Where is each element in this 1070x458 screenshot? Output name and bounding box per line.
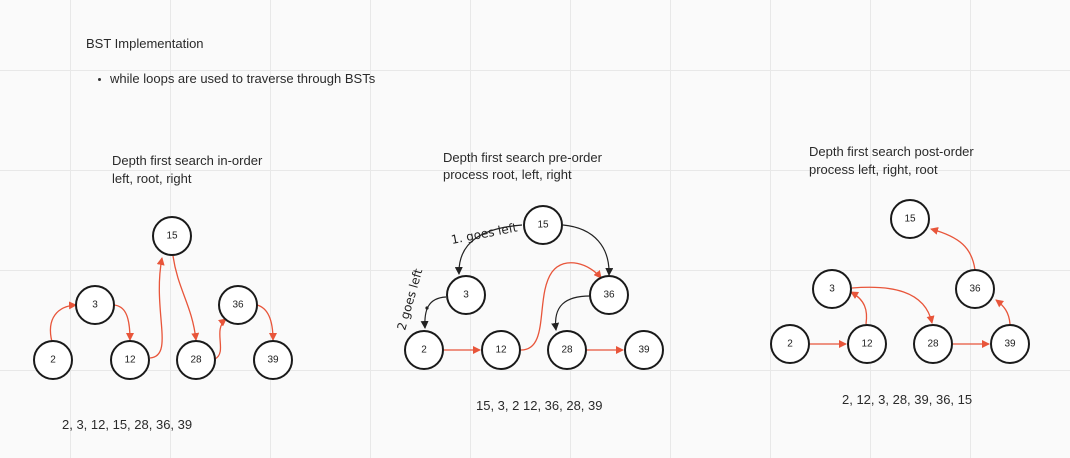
- postorder-arrow-36-15: [930, 227, 976, 271]
- bullet-text: while loops are used to traverse through…: [110, 71, 376, 86]
- inorder-node-39: 39: [253, 340, 293, 380]
- postorder-node-3-label: 3: [829, 284, 835, 295]
- postorder-node-12-label: 12: [861, 339, 873, 350]
- preorder-node-15-label: 15: [537, 220, 549, 231]
- inorder-node-28: 28: [176, 340, 216, 380]
- preorder-arrow-36-28: [551, 295, 591, 331]
- postorder-node-36-label: 36: [969, 284, 981, 295]
- postorder-node-15-label: 15: [904, 214, 916, 225]
- inorder-node-2: 2: [33, 340, 73, 380]
- preorder-subheading: process root, left, right: [443, 167, 572, 182]
- inorder-arrow-28-36: [214, 318, 227, 360]
- inorder-node-28-label: 28: [190, 355, 202, 366]
- preorder-node-39: 39: [624, 330, 664, 370]
- postorder-node-28: 28: [913, 324, 953, 364]
- inorder-node-3: 3: [75, 285, 115, 325]
- inorder-arrow-15-28: [172, 255, 200, 341]
- inorder-arrow-12-15: [149, 257, 165, 359]
- preorder-node-39-label: 39: [638, 345, 650, 356]
- preorder-node-3: 3: [446, 275, 486, 315]
- inorder-result: 2, 3, 12, 15, 28, 36, 39: [62, 417, 193, 432]
- preorder-node-36: 36: [589, 275, 629, 315]
- inorder-node-2-label: 2: [50, 355, 56, 366]
- inorder-node-12: 12: [110, 340, 150, 380]
- preorder-arrow-15-3: [454, 224, 523, 275]
- page-title: BST Implementation: [86, 36, 204, 51]
- preorder-node-15: 15: [523, 205, 563, 245]
- preorder-note-goes-left-2: 2 goes left: [394, 267, 425, 332]
- preorder-result: 15, 3, 2 12, 36, 28, 39: [476, 398, 603, 413]
- preorder-arrow-15-36: [562, 224, 614, 276]
- inorder-subheading: left, root, right: [112, 171, 192, 186]
- preorder-node-28-label: 28: [561, 345, 573, 356]
- preorder-node-36-label: 36: [603, 290, 615, 301]
- inorder-heading: Depth first search in-order: [112, 153, 263, 168]
- postorder-arrow-3-28: [851, 286, 935, 324]
- preorder-arrow-dot: [425, 306, 429, 310]
- preorder-arrow-12-36: [520, 262, 602, 351]
- postorder-arrow-12-3: [850, 291, 868, 325]
- preorder-note-goes-left-1: 1. goes left: [450, 220, 519, 247]
- postorder-node-15: 15: [890, 199, 930, 239]
- inorder-node-36: 36: [218, 285, 258, 325]
- inorder-arrow-36-39: [256, 304, 277, 341]
- postorder-node-12: 12: [847, 324, 887, 364]
- preorder-node-2: 2: [404, 330, 444, 370]
- postorder-result: 2, 12, 3, 28, 39, 36, 15: [842, 392, 973, 407]
- postorder-nodes: 15 3 36 2 12 28 39: [770, 199, 1030, 364]
- inorder-node-15-label: 15: [166, 231, 178, 242]
- postorder-node-39-label: 39: [1004, 339, 1016, 350]
- bullet-note: while loops are used to traverse through…: [98, 70, 375, 88]
- postorder-node-28-label: 28: [927, 339, 939, 350]
- postorder-node-39: 39: [990, 324, 1030, 364]
- preorder-nodes: 15 3 36 2 12 28 39: [404, 205, 664, 370]
- postorder-node-2-label: 2: [787, 339, 793, 350]
- inorder-edges: [49, 255, 277, 360]
- postorder-edges: [810, 227, 1011, 348]
- preorder-heading: Depth first search pre-order: [443, 150, 602, 165]
- postorder-arrow-39-36: [995, 299, 1011, 325]
- inorder-arrow-2-3: [49, 301, 77, 343]
- postorder-subheading: process left, right, root: [809, 162, 938, 177]
- inorder-node-3-label: 3: [92, 300, 98, 311]
- inorder-node-12-label: 12: [124, 355, 136, 366]
- inorder-arrow-3-12: [113, 304, 134, 341]
- preorder-node-12-label: 12: [495, 345, 507, 356]
- postorder-heading: Depth first search post-order: [809, 144, 974, 159]
- postorder-node-2: 2: [770, 324, 810, 364]
- postorder-node-3: 3: [812, 269, 852, 309]
- preorder-edges: 1. goes left 2 goes left: [394, 220, 624, 354]
- bullet-dot: [98, 78, 101, 82]
- postorder-node-36: 36: [955, 269, 995, 309]
- inorder-node-15: 15: [152, 216, 192, 256]
- inorder-nodes: 15 3 36 2 12 28 39: [33, 216, 293, 380]
- preorder-node-3-label: 3: [463, 290, 469, 301]
- preorder-node-28: 28: [547, 330, 587, 370]
- preorder-arrow-3-2: [420, 296, 447, 329]
- preorder-node-12: 12: [481, 330, 521, 370]
- inorder-node-36-label: 36: [232, 300, 244, 311]
- inorder-node-39-label: 39: [267, 355, 279, 366]
- preorder-node-2-label: 2: [421, 345, 427, 356]
